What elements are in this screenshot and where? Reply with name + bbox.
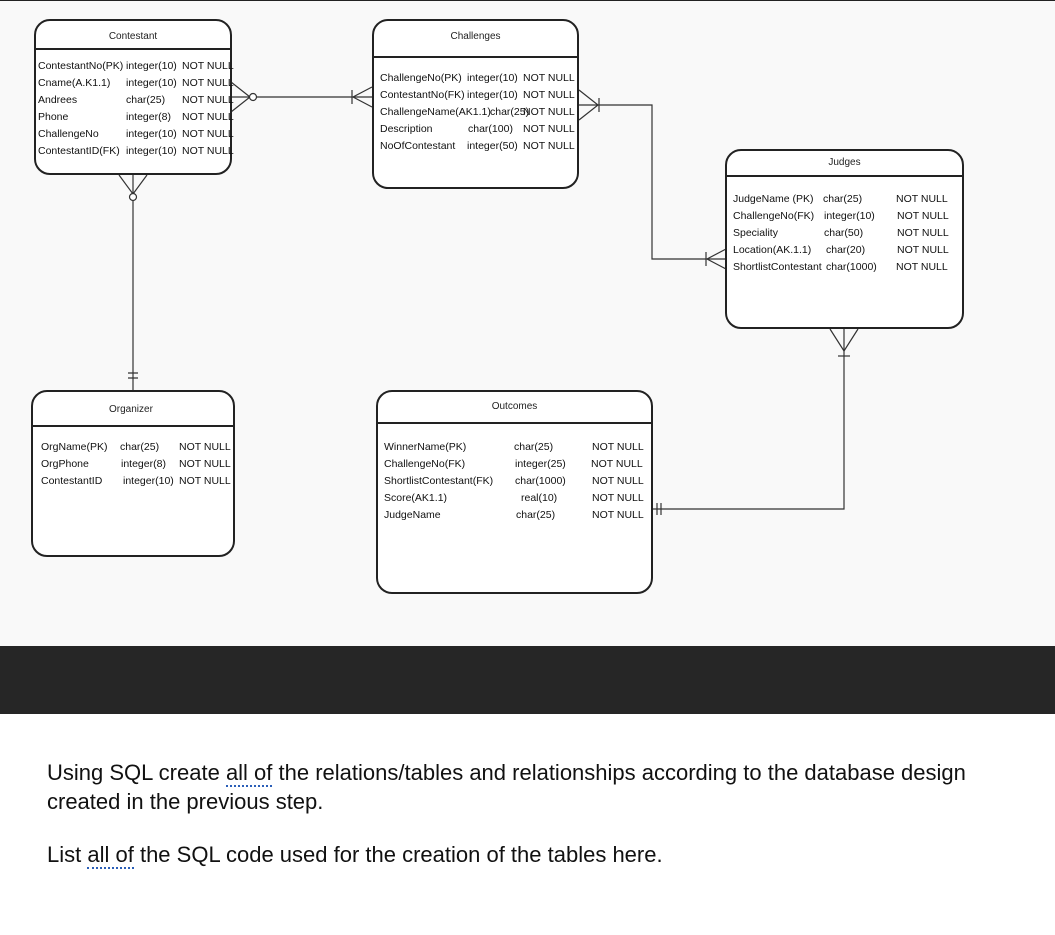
instruction-text: Using SQL create all of the relations/ta… [47,758,1037,893]
entity-contestant: Contestant ContestantNo(PK) integer(10) … [34,19,234,175]
instruction-paragraph-2: List all of the SQL code used for the cr… [47,842,663,869]
entity-title: Judges [828,157,861,168]
entity-judges: Judges JudgeName (PK) char(25) NOT NULL … [725,149,964,329]
entity-outcomes: Outcomes WinnerName(PK) char(25) NOT NUL… [376,390,653,594]
relationship-lines [118,81,859,515]
entity-challenges: Challenges ChallengeNo(PK) integer(10) N… [372,19,579,189]
entity-title: Contestant [108,31,158,42]
proofing-underline: all of [225,760,273,787]
er-diagram: Contestant ContestantNo(PK) integer(10) … [0,0,1055,594]
rel-judges-outcomes [653,329,845,510]
entity-title: Organizer [109,404,153,415]
instruction-paragraph-1: Using SQL create all of the relations/ta… [47,760,966,814]
entity-organizer: Organizer OrgName(PK) char(25) NOT NULL … [31,390,235,557]
slide-divider-band [0,646,1055,714]
rel-challenges-judges [579,104,726,260]
entity-title: Challenges [450,31,501,42]
proofing-underline: all of [87,842,134,869]
entity-title: Outcomes [491,401,538,412]
